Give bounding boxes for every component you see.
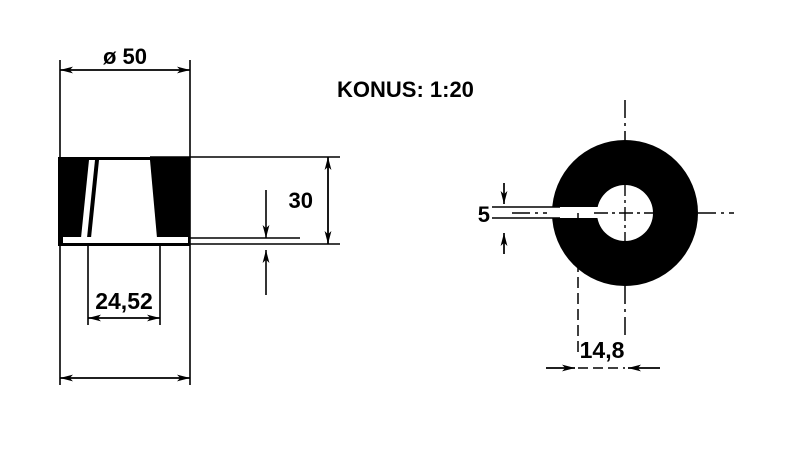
sectional-front-view: ø 50 30 24,52 <box>58 44 340 385</box>
dimension-bore-small-diameter: 24,52 <box>87 246 161 325</box>
dimension-height: 30 <box>289 157 332 244</box>
dimension-label-keyway-depth: 14,8 <box>580 337 625 363</box>
dimension-label-height: 30 <box>289 188 313 213</box>
konus-note: KONUS: 1:20 <box>337 77 474 102</box>
section-bottom-edge <box>58 243 190 246</box>
dimension-label-outer-diameter: ø 50 <box>103 44 147 69</box>
conical-bore-cavity <box>91 160 157 238</box>
dimension-label-keyway-width: 5 <box>478 202 490 227</box>
dimension-outer-diameter: ø 50 <box>60 44 190 74</box>
dimension-keyway-width: 5 <box>478 183 560 254</box>
dimension-label-bore-small-diameter: 24,52 <box>95 288 153 314</box>
section-body-solid <box>58 157 190 246</box>
bore-split-line <box>81 160 95 238</box>
side-view-centerlines-overlay <box>594 182 656 244</box>
dimension-keyway-depth: 14,8 <box>546 337 660 372</box>
circular-side-view: 5 14,8 <box>478 100 734 372</box>
bore-floor-strip <box>63 237 188 244</box>
keyway-slot <box>547 207 627 218</box>
